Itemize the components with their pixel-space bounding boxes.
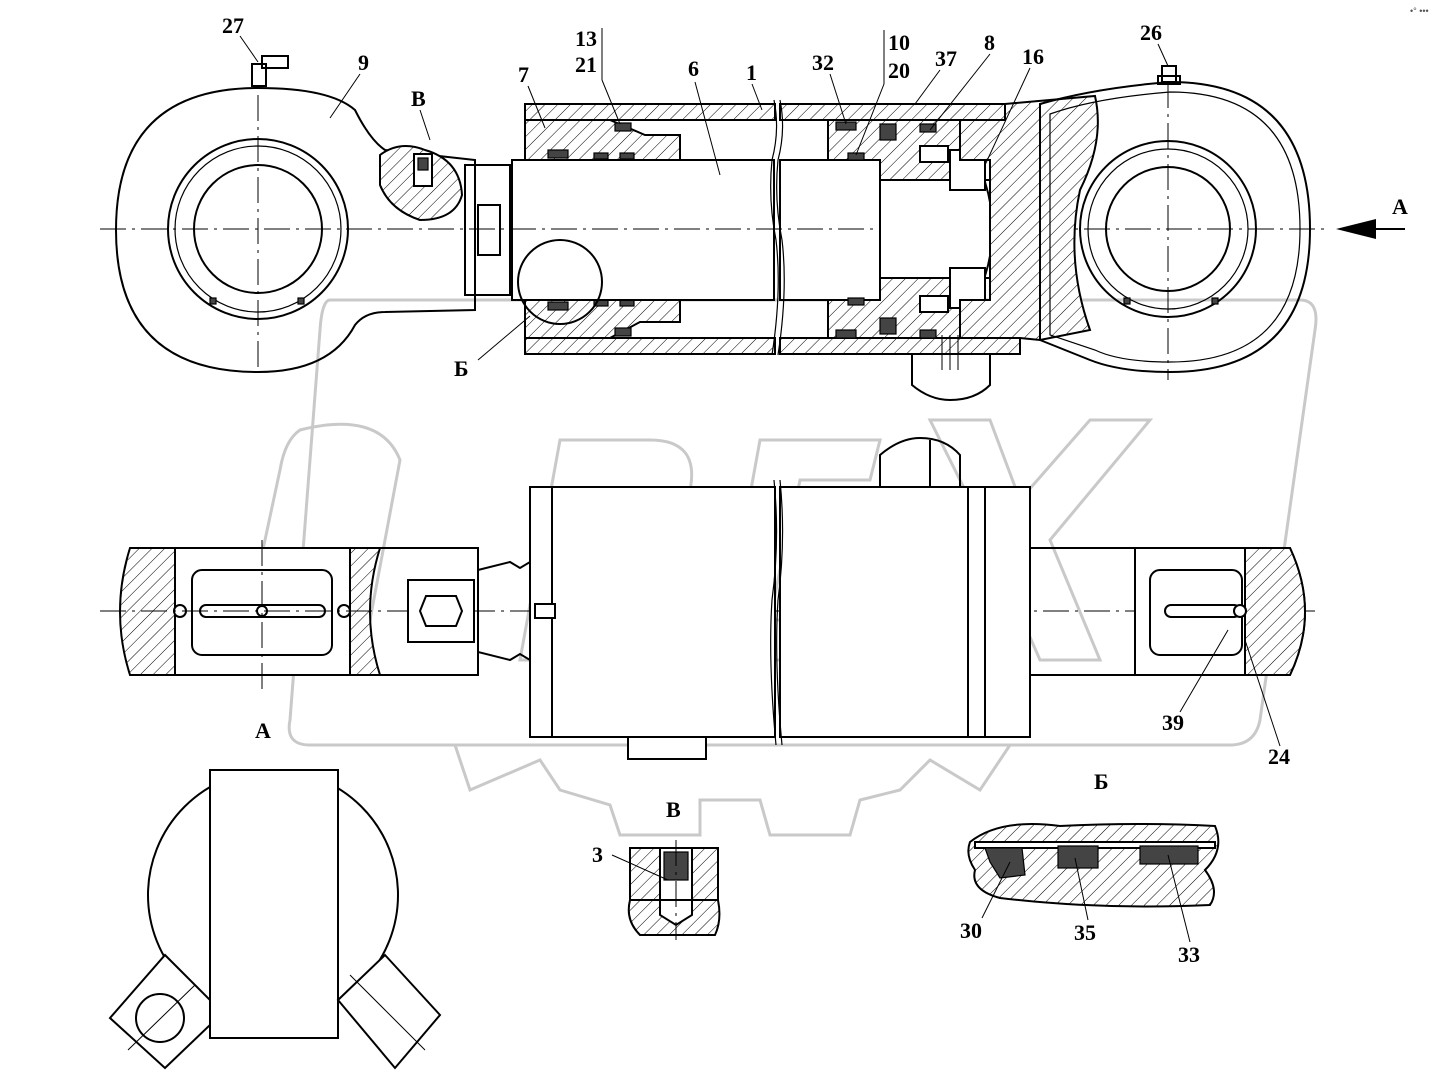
cylinder-section-view xyxy=(100,55,1405,402)
cylinder-plan-view xyxy=(100,436,1320,760)
label-33: 33 xyxy=(1178,942,1200,967)
label-26: 26 xyxy=(1140,20,1162,45)
label-24: 24 xyxy=(1268,744,1290,769)
detail-v xyxy=(627,840,721,940)
label-35: 35 xyxy=(1074,920,1096,945)
label-arrow-a: А xyxy=(1392,194,1408,219)
view-a xyxy=(108,769,442,1070)
label-10: 10 xyxy=(888,30,910,55)
label-21: 21 xyxy=(575,52,597,77)
label-1: 1 xyxy=(746,60,757,85)
label-7: 7 xyxy=(518,62,529,87)
corner-mark: •° ••• xyxy=(1410,6,1429,16)
label-b-lower: Б xyxy=(454,356,469,381)
title-view-a: А xyxy=(255,718,271,743)
label-16: 16 xyxy=(1022,44,1044,69)
title-detail-b: Б xyxy=(1094,769,1109,794)
label-27: 27 xyxy=(222,13,244,38)
label-20: 20 xyxy=(888,58,910,83)
label-b-upper: В xyxy=(411,86,426,111)
label-30: 30 xyxy=(960,918,982,943)
part-callouts: 27 9 В 13 21 7 6 1 32 10 20 37 8 16 26 А… xyxy=(222,13,1408,967)
label-8: 8 xyxy=(984,30,995,55)
label-9: 9 xyxy=(358,50,369,75)
label-3: 3 xyxy=(592,842,603,867)
title-detail-v: В xyxy=(666,797,681,822)
label-6: 6 xyxy=(688,56,699,81)
label-32: 32 xyxy=(812,50,834,75)
label-13: 13 xyxy=(575,26,597,51)
label-39: 39 xyxy=(1162,710,1184,735)
label-37: 37 xyxy=(935,46,957,71)
detail-b xyxy=(967,823,1220,908)
